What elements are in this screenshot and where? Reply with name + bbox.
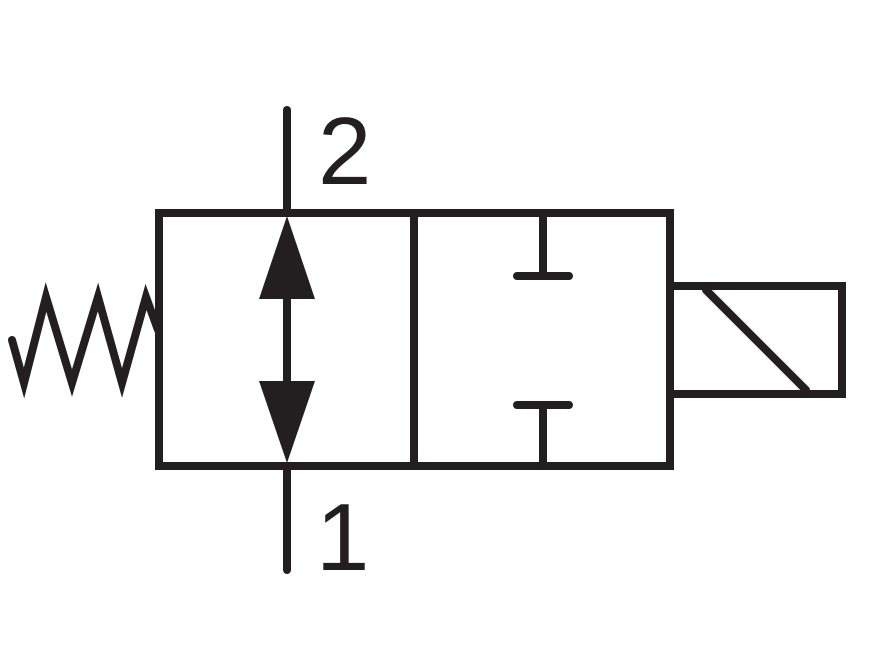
port-label-1: 1 (316, 484, 369, 591)
blocked-port-icon (513, 211, 573, 468)
spring-icon (8, 282, 162, 399)
port-label-2: 2 (318, 98, 371, 205)
arrow-down-icon (259, 381, 315, 463)
solenoid-icon (666, 282, 846, 398)
arrow-up-icon (259, 216, 315, 299)
bidirectional-arrow-icon (259, 216, 315, 463)
